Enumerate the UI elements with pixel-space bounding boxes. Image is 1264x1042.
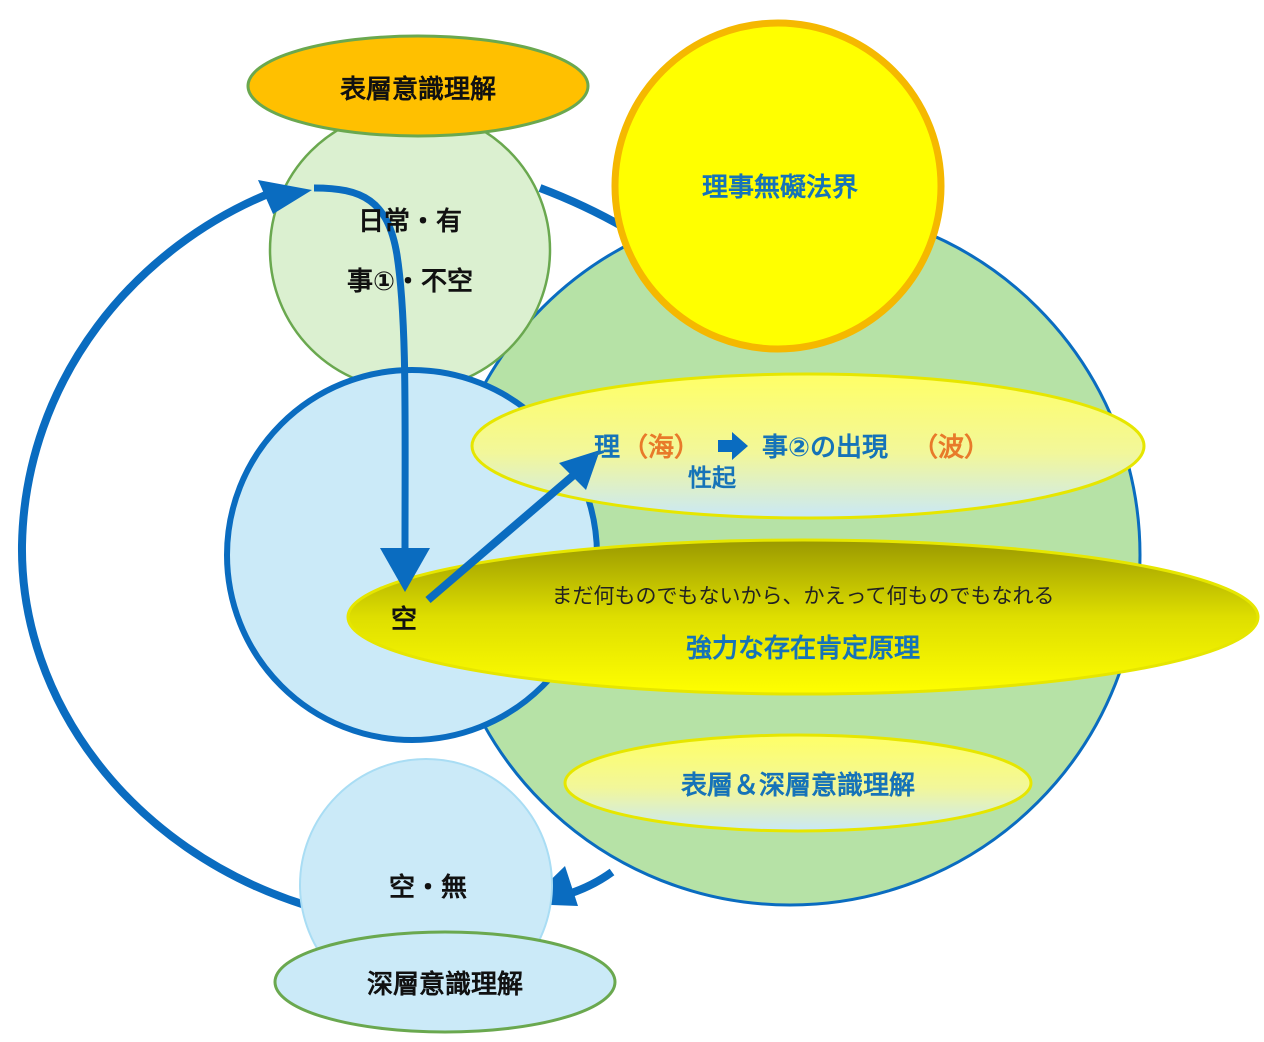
left-loop-arc: [17, 186, 307, 909]
affirmation-principle-label: 強力な存在肯定原理: [686, 633, 920, 664]
deep-understanding-label: 深層意識理解: [367, 969, 523, 1000]
arising-label: 性起: [688, 464, 737, 492]
ri-appearance-ellipse: [470, 372, 1146, 520]
left-loop-arrowhead: [258, 180, 312, 214]
realm-sun-circle: [611, 19, 945, 353]
sea-label: （海）: [622, 433, 700, 463]
wave-label: （波）: [912, 433, 990, 463]
surface-deep-ellipse: [563, 733, 1033, 833]
small-right-arrow: [718, 432, 748, 460]
emptiness-label: 空: [391, 604, 417, 635]
thing-not-empty-label: 事①・不空: [347, 266, 473, 297]
down-arrowhead: [380, 548, 430, 592]
appearance-label: 事②の出現: [762, 433, 888, 463]
ri-label: 理: [594, 433, 620, 463]
down-arrow: [313, 184, 409, 551]
empty-nothing-label: 空・無: [389, 872, 467, 903]
surface-understanding-label: 表層意識理解: [340, 74, 496, 105]
affirmation-ellipse: [346, 538, 1260, 696]
surface-understanding-ellipse: [246, 34, 590, 138]
realm-label: 理事無礙法界: [702, 173, 858, 203]
daily-circle: [268, 108, 552, 392]
deep-understanding-ellipse: [273, 930, 617, 1034]
surface-deep-understanding-label: 表層＆深層意識理解: [681, 770, 915, 801]
diagonal-arrow-shaft: [425, 470, 578, 604]
diagonal-arrowhead: [559, 450, 600, 490]
not-yet-anything-label: まだ何ものでもないから、かえって何ものでもなれる: [552, 584, 1055, 608]
daily-existence-label: 日常・有: [358, 207, 462, 237]
